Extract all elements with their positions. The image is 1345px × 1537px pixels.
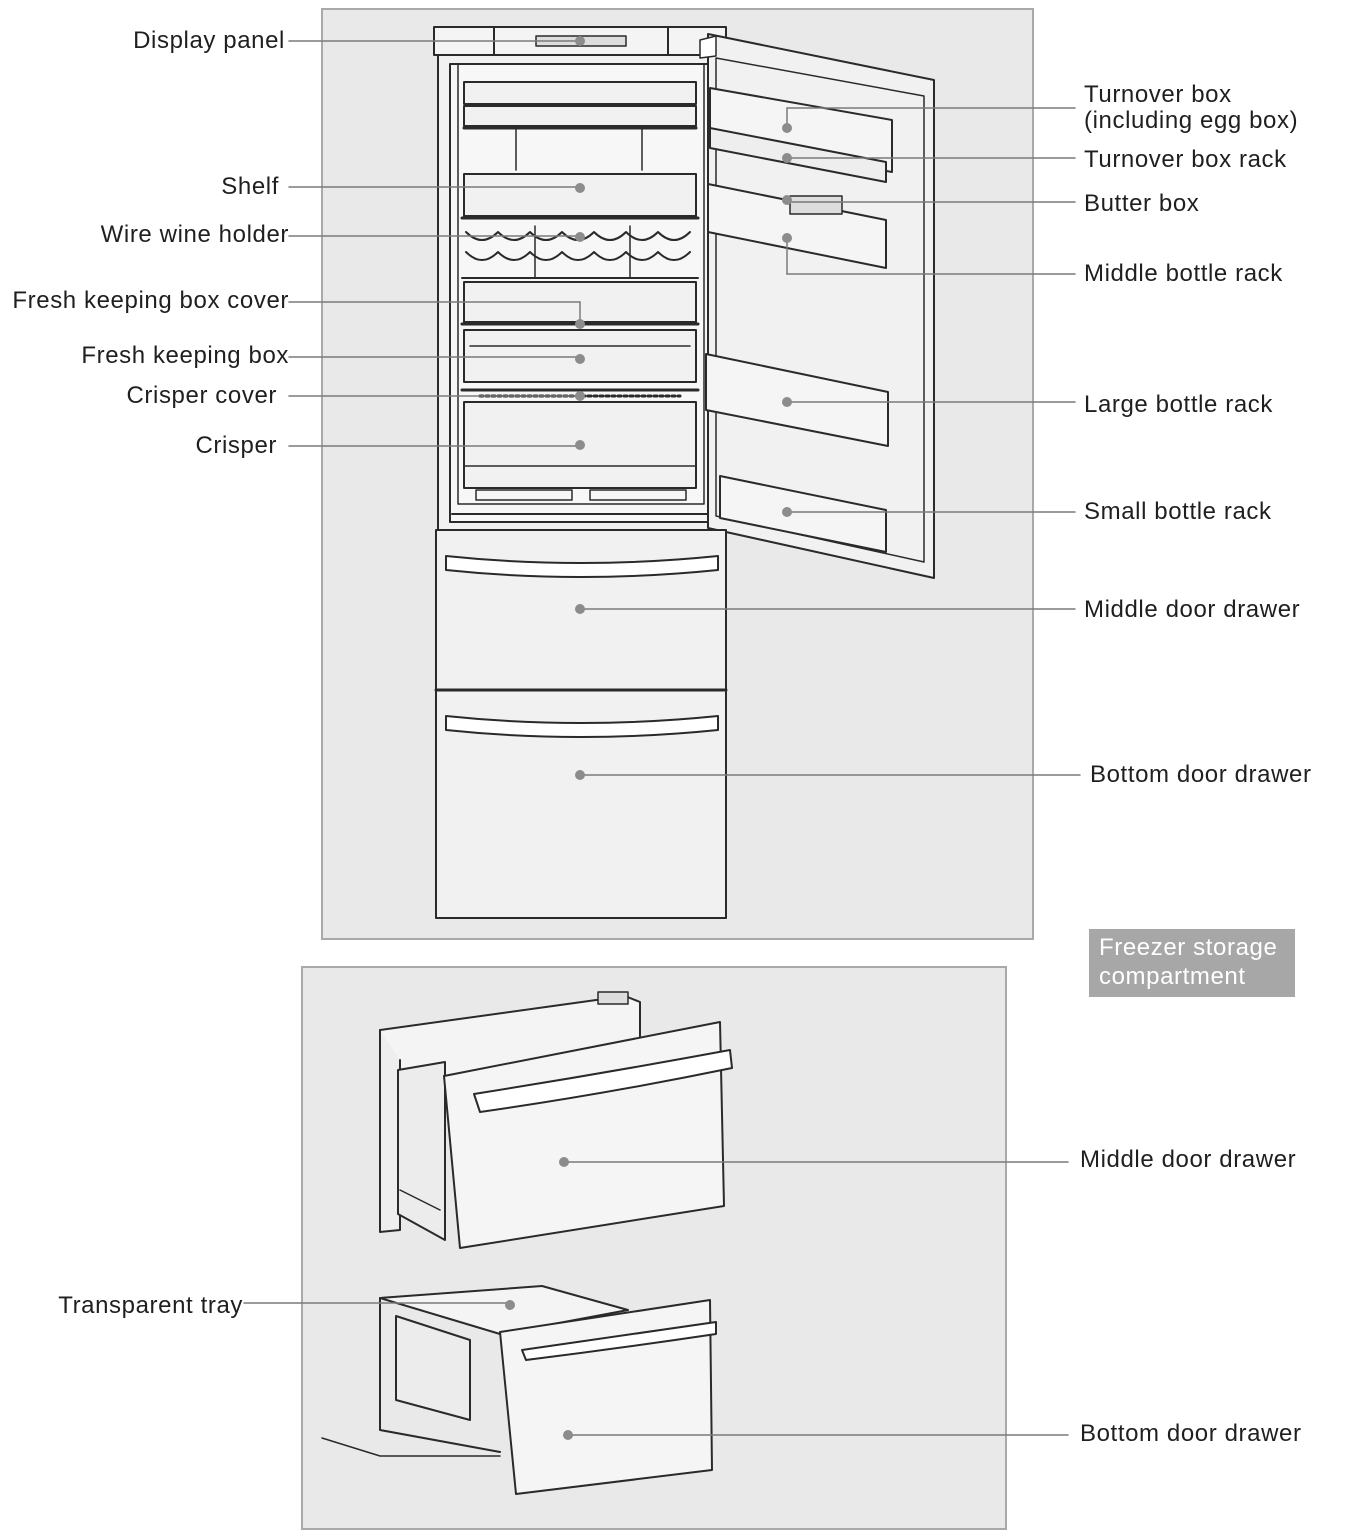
label-middle-door-drawer: Middle door drawer: [1084, 596, 1301, 623]
label-freezer-middle-door-drawer: Middle door drawer: [1080, 1146, 1297, 1173]
label-turnover-box-line1: Turnover box: [1084, 81, 1232, 108]
freezer-drawing: [321, 991, 733, 1495]
label-crisper-cover: Crisper cover: [126, 382, 277, 409]
label-shelf: Shelf: [221, 173, 279, 200]
freezer-badge-line2: compartment: [1099, 963, 1246, 990]
label-turnover-box-rack: Turnover box rack: [1084, 146, 1287, 173]
label-bottom-door-drawer: Bottom door drawer: [1090, 761, 1312, 788]
label-middle-bottle-rack: Middle bottle rack: [1084, 260, 1283, 287]
label-transparent-tray: Transparent tray: [58, 1292, 243, 1319]
freezer-badge-line1: Freezer storage: [1099, 934, 1278, 961]
label-crisper: Crisper: [195, 432, 277, 459]
callout-dots: [505, 36, 792, 1440]
label-display-panel: Display panel: [133, 27, 285, 54]
label-turnover-box-line2: (including egg box): [1084, 107, 1299, 134]
fridge-body-drawing: [433, 26, 935, 919]
label-large-bottle-rack: Large bottle rack: [1084, 391, 1273, 418]
label-turnover-box: Turnover box (including egg box): [1084, 82, 1298, 134]
freezer-storage-badge: Freezer storage compartment: [1089, 929, 1295, 997]
leader-lines: [243, 40, 1081, 1436]
label-small-bottle-rack: Small bottle rack: [1084, 498, 1272, 525]
label-wire-wine-holder: Wire wine holder: [100, 221, 289, 248]
label-fresh-keeping-box-cover: Fresh keeping box cover: [12, 287, 289, 314]
label-fresh-keeping-box: Fresh keeping box: [81, 342, 289, 369]
label-freezer-bottom-door-drawer: Bottom door drawer: [1080, 1420, 1302, 1447]
label-butter-box: Butter box: [1084, 190, 1200, 217]
